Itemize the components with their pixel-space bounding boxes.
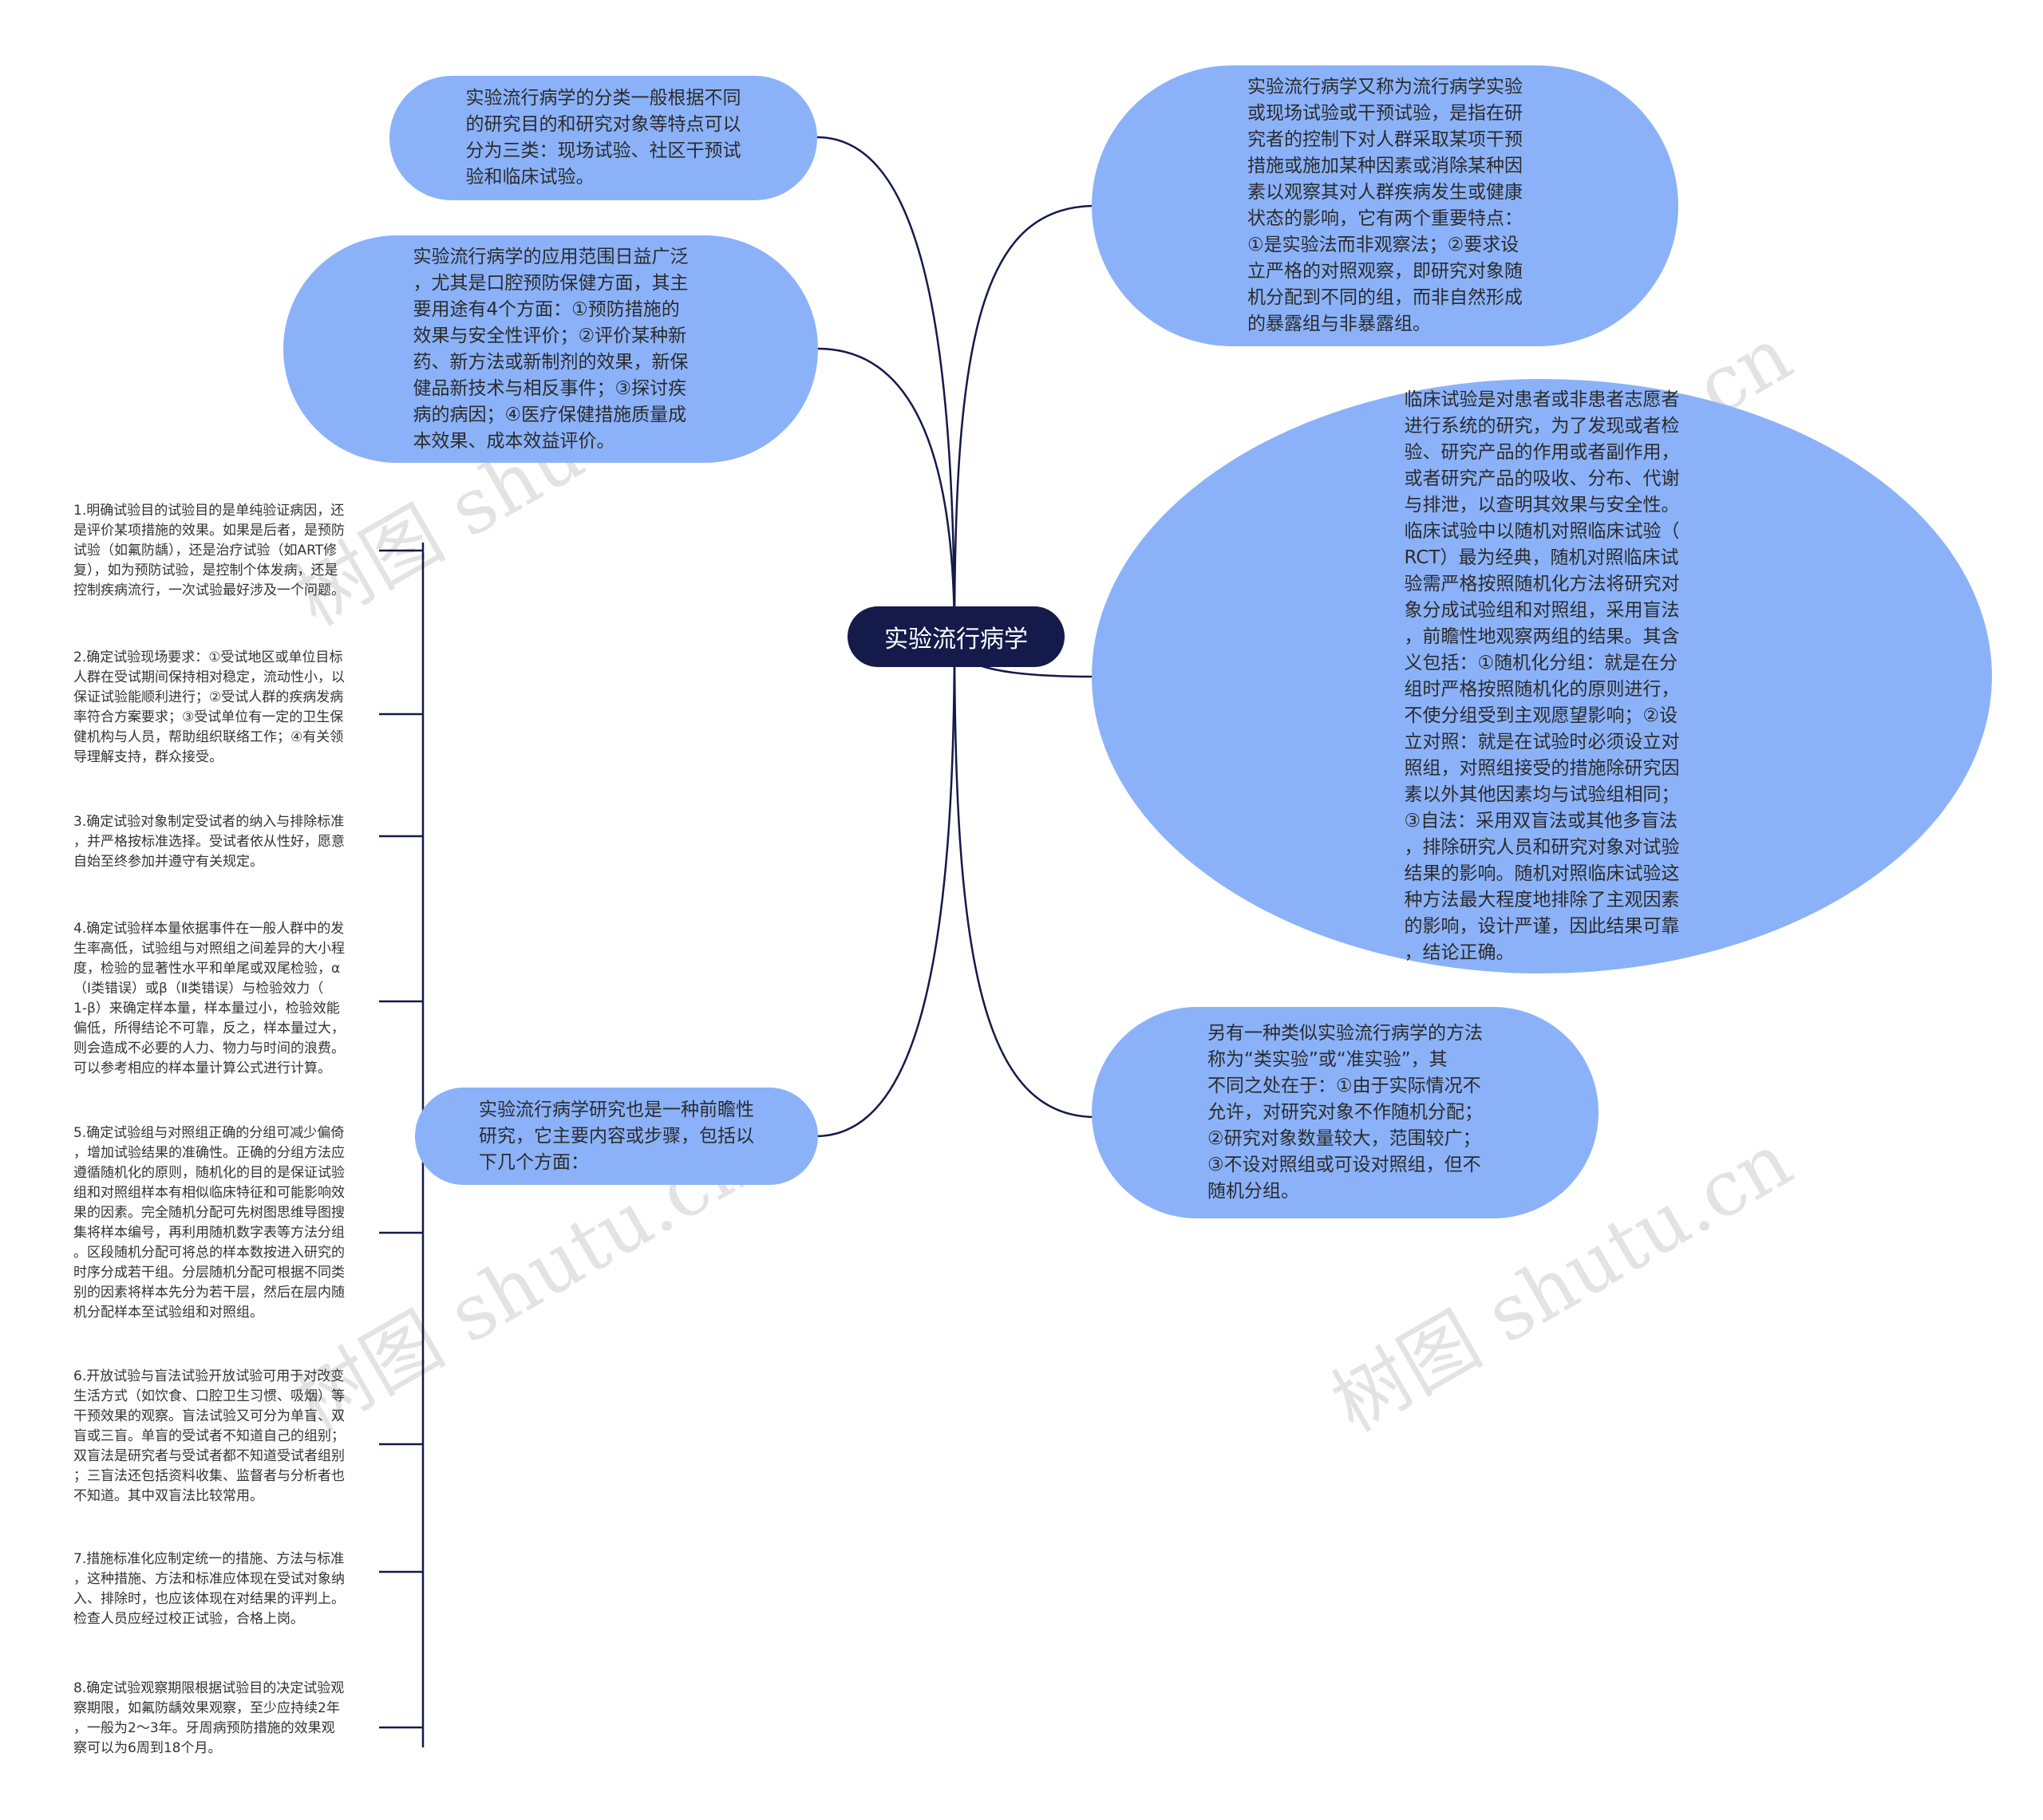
step-item-6[interactable]: 6.开放试验与盲法试验开放试验可用于对改变 生活方式（如饮食、口腔卫生习惯、吸烟… <box>73 1368 345 1504</box>
root-label: 实验流行病学 <box>884 626 1028 653</box>
node-clinical[interactable]: 临床试验是对患者或非患者志愿者 进行系统的研究，为了发现或者检 验、研究产品的作… <box>1092 379 1992 973</box>
node-classification[interactable]: 实验流行病学的分类一般根据不同 的研究目的和研究对象等特点可以 分为三类：现场试… <box>389 76 817 200</box>
connector-quasi <box>953 636 1097 1119</box>
root-node[interactable]: 实验流行病学 <box>848 606 1065 667</box>
node-application-text: 实验流行病学的应用范围日益广泛 ，尤其是口腔预防保健方面，其主 要用途有4个方面… <box>413 246 689 452</box>
connector-steps <box>815 636 956 1138</box>
node-quasi[interactable]: 另有一种类似实验流行病学的方法 称为“类实验”或“准实验”，其 不同之处在于：①… <box>1092 1007 1598 1218</box>
step-item-2[interactable]: 2.确定试验现场要求：①受试地区或单位目标 人群在受试期间保持相对稳定，流动性小… <box>73 649 345 765</box>
node-steps[interactable]: 实验流行病学研究也是一种前瞻性 研究，它主要内容或步骤，包括以 下几个方面： <box>415 1088 818 1185</box>
step-item-4[interactable]: 4.确定试验样本量依据事件在一般人群中的发 生率高低，试验组与对照组之间差异的大… <box>73 921 345 1076</box>
step-item-8[interactable]: 8.确定试验观察期限根据试验目的决定试验观 察期限，如氟防龋效果观察，至少应持续… <box>73 1680 345 1756</box>
node-quasi-text: 另有一种类似实验流行病学的方法 称为“类实验”或“准实验”，其 不同之处在于：①… <box>1207 1023 1483 1202</box>
connector-classification <box>815 136 956 638</box>
node-definition[interactable]: 实验流行病学又称为流行病学实验 或现场试验或干预试验，是指在研 究者的控制下对人… <box>1092 65 1678 346</box>
node-classification-text: 实验流行病学的分类一般根据不同 的研究目的和研究对象等特点可以 分为三类：现场试… <box>465 88 741 188</box>
step-item-3[interactable]: 3.确定试验对象制定受试者的纳入与排除标准 ，并严格按标准选择。受试者依从性好，… <box>73 814 345 870</box>
connector-application <box>815 347 956 638</box>
step-item-1[interactable]: 1.明确试验目的试验目的是单纯验证病因，还 是评价某项措施的效果。如果是后者，是… <box>73 503 345 598</box>
node-definition-text: 实验流行病学又称为流行病学实验 或现场试验或干预试验，是指在研 究者的控制下对人… <box>1247 77 1523 334</box>
step-item-7[interactable]: 7.措施标准化应制定统一的措施、方法与标准 ，这种措施、方法和标准应体现在受试对… <box>73 1551 345 1627</box>
node-application[interactable]: 实验流行病学的应用范围日益广泛 ，尤其是口腔预防保健方面，其主 要用途有4个方面… <box>283 235 818 463</box>
step-item-5[interactable]: 5.确定试验组与对照组正确的分组可减少偏倚 ，增加试验结果的准确性。正确的分组方… <box>73 1125 345 1321</box>
node-clinical-text: 临床试验是对患者或非患者志愿者 进行系统的研究，为了发现或者检 验、研究产品的作… <box>1404 389 1680 963</box>
connector-definition <box>953 204 1097 638</box>
node-steps-text: 实验流行病学研究也是一种前瞻性 研究，它主要内容或步骤，包括以 下几个方面： <box>479 1099 754 1173</box>
